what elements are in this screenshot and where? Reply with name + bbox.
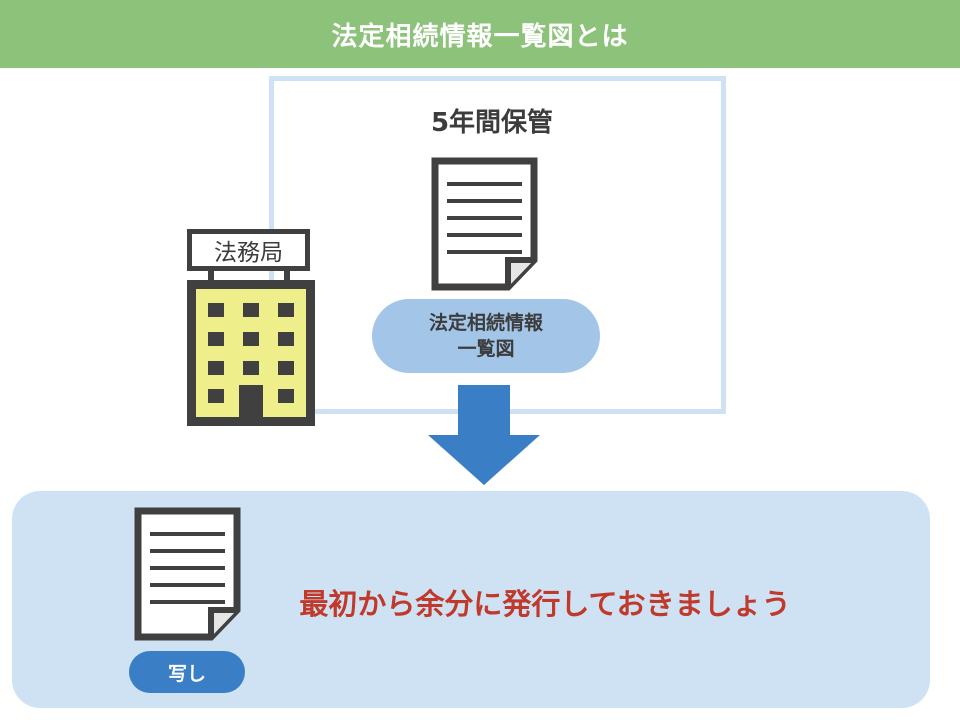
advice-message: 最初から余分に発行しておきましょう [299,587,791,621]
storage-title: 5年間保管 [430,108,554,138]
page-title: 法定相続情報一覧図とは [331,21,629,52]
bureau-sign-label: 法務局 [214,240,283,266]
arrow-down-icon [428,385,540,485]
document-label-line-1: 法定相続情報 [428,312,543,334]
bureau-sign: 法務局 [187,229,310,271]
copy-label: 写し [129,651,245,693]
copy-label-text: 写し [167,662,206,685]
header-bar: 法定相続情報一覧図とは [0,0,960,68]
sign-post-right [284,270,290,282]
document-label: 法定相続情報 一覧図 [372,299,600,373]
document-label-line-2: 一覧図 [457,338,515,360]
copy-document-icon [134,507,241,641]
document-icon [431,157,538,291]
building-icon [187,280,315,426]
sign-post-left [208,270,214,282]
